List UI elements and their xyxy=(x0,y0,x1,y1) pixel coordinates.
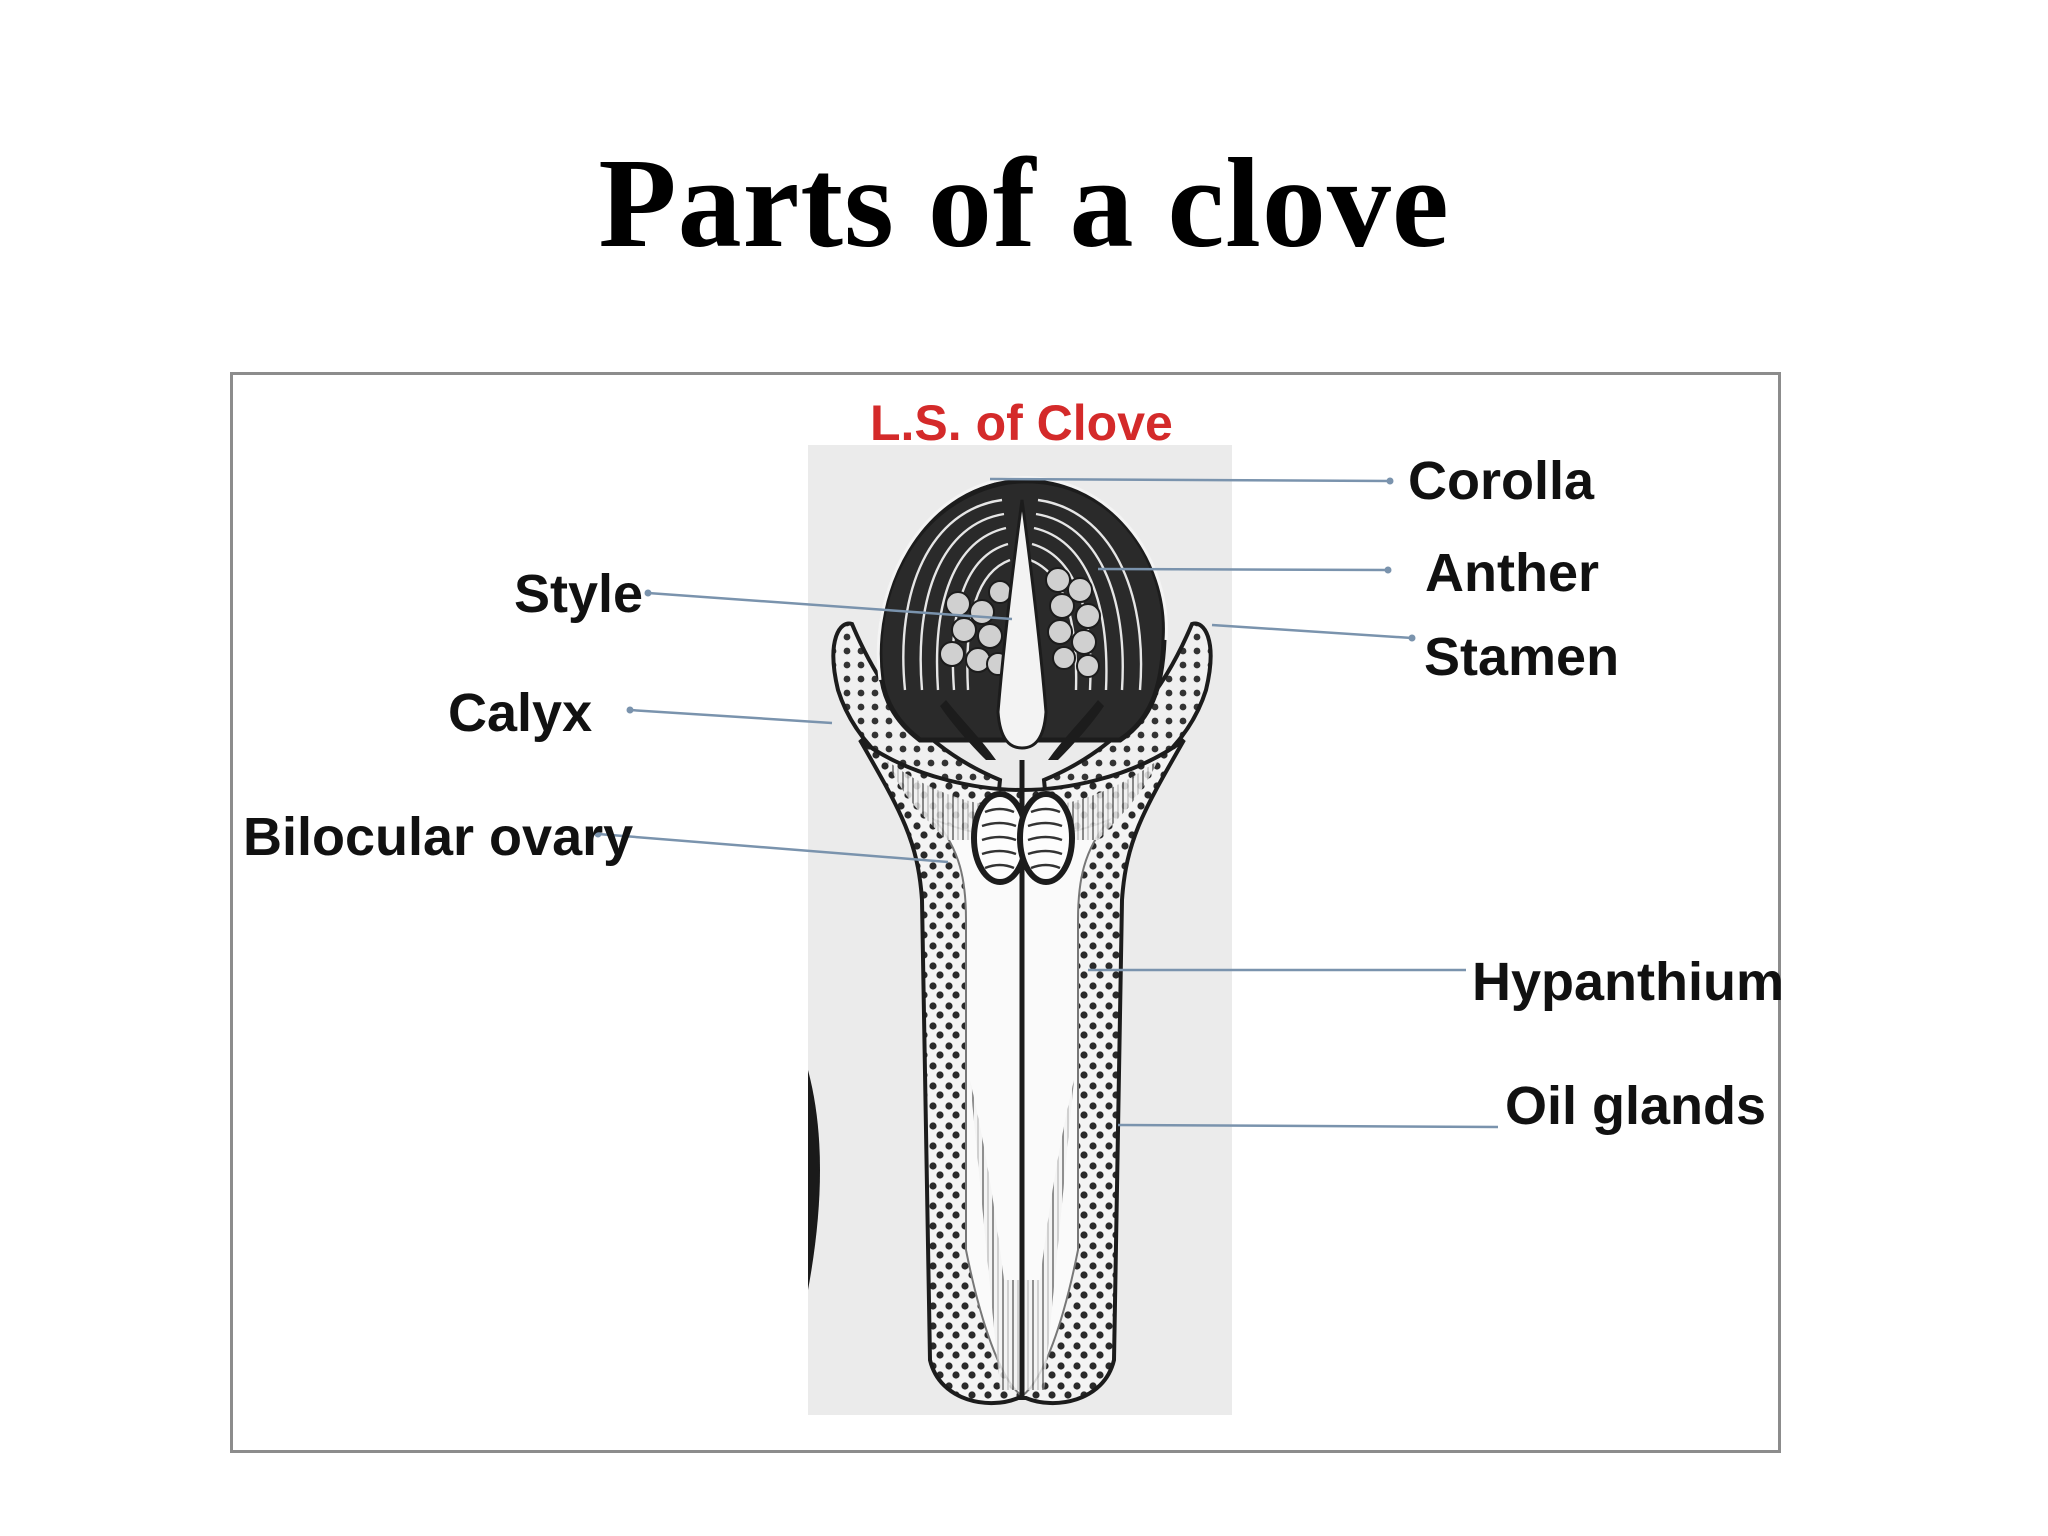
label-corolla: Corolla xyxy=(1408,451,1595,511)
clove-illustration xyxy=(831,476,1213,1406)
anther-cluster-right xyxy=(1045,567,1101,678)
leader-calyx-tip xyxy=(626,706,634,714)
leader-bilocular-ovary xyxy=(597,832,949,864)
receptacle-base-left xyxy=(940,700,996,760)
ovule-lines-right xyxy=(1027,807,1063,870)
leader-corolla xyxy=(989,477,1391,483)
style-spike xyxy=(996,499,1048,750)
lower-striations xyxy=(970,1080,1074,1390)
label-bilocular-ovary: Bilocular ovary xyxy=(243,807,633,867)
leader-anther-tip xyxy=(1384,566,1392,574)
label-calyx: Calyx xyxy=(448,683,592,743)
diagram-title: L.S. of Clove xyxy=(870,395,1173,451)
edge-shadow xyxy=(808,1070,820,1290)
leader-style-tip xyxy=(644,589,652,597)
label-stamen: Stamen xyxy=(1424,627,1619,687)
label-style: Style xyxy=(514,564,643,624)
label-oil-glands: Oil glands xyxy=(1505,1076,1766,1136)
leader-style xyxy=(647,591,1013,621)
leader-oil-glands xyxy=(1117,1123,1499,1129)
leader-bilocular-ovary-tip xyxy=(594,830,602,838)
ovule-lines-left xyxy=(981,807,1017,870)
label-anther: Anther xyxy=(1425,543,1599,603)
leader-calyx xyxy=(629,708,833,725)
leader-stamen xyxy=(1211,623,1413,640)
receptacle-base-right xyxy=(1048,700,1104,760)
leader-corolla-tip xyxy=(1386,477,1394,485)
label-hypanthium: Hypanthium xyxy=(1472,952,1784,1012)
leader-lines xyxy=(594,477,1499,1129)
vascular-striations xyxy=(886,760,1158,840)
leader-anther xyxy=(1097,567,1389,572)
leader-stamen-tip xyxy=(1408,634,1416,642)
slide-title: Parts of a clove xyxy=(598,132,1450,274)
